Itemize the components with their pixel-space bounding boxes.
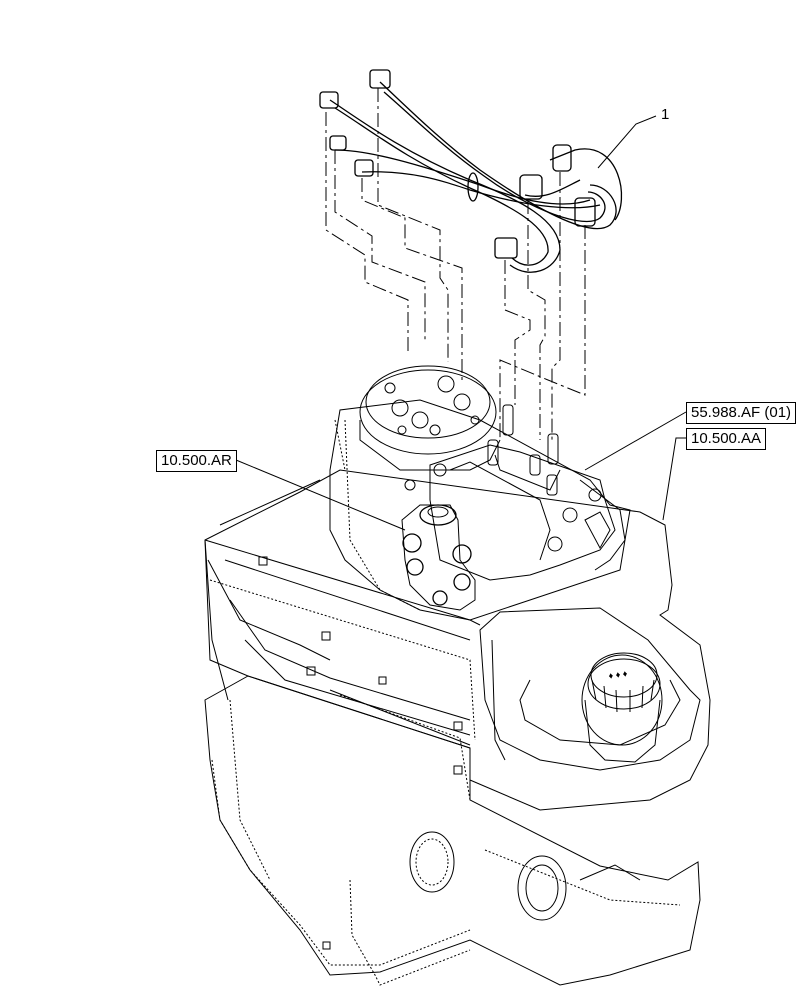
callout-tank[interactable]: 10.500.AA	[686, 428, 767, 450]
hose-harness	[319, 69, 623, 273]
filler-cap: ♦ ♦ ♦	[479, 607, 701, 771]
tank-housing	[204, 469, 711, 811]
callout-valve[interactable]: 55.988.AF (01)	[686, 402, 797, 424]
hydraulic-block	[329, 365, 631, 621]
svg-text:♦ ♦ ♦: ♦ ♦ ♦	[608, 668, 628, 681]
item-number-label: 1	[661, 106, 670, 123]
counterweight-lower	[204, 675, 701, 986]
callout-hydraulic-block[interactable]: 10.500.AR	[156, 450, 237, 472]
leader-lines	[235, 115, 687, 531]
assembly-lines	[325, 88, 586, 440]
